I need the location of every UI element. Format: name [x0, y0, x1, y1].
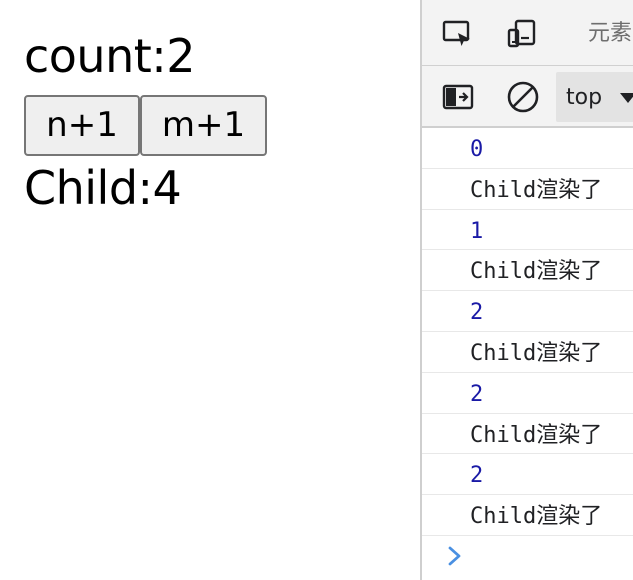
console-message-number: 1	[470, 218, 484, 244]
console-prompt-chevron-icon	[448, 546, 461, 566]
dropdown-triangle-icon	[620, 93, 633, 103]
console-toolbar: top	[422, 66, 633, 128]
increment-n-button[interactable]: n+1	[24, 95, 140, 156]
console-message-row: Child渲染了	[422, 495, 633, 536]
device-toolbar-icon[interactable]	[504, 16, 540, 52]
inspect-element-icon[interactable]	[440, 16, 476, 52]
console-message-row: 2	[422, 291, 633, 332]
increment-m-button[interactable]: m+1	[140, 95, 267, 156]
console-message-text: Child渲染了	[470, 340, 603, 366]
console-message-row: Child渲染了	[422, 414, 633, 455]
devtools-panel: 元素 top	[420, 0, 633, 580]
clear-console-icon[interactable]	[504, 78, 542, 116]
console-message-number: 2	[470, 463, 484, 489]
console-message-text: Child渲染了	[470, 422, 603, 448]
console-message-row: 1	[422, 210, 633, 251]
console-message-row: 2	[422, 454, 633, 496]
javascript-context-select[interactable]: top	[556, 72, 633, 122]
console-message-list: 0 Child渲染了 1 Child渲染了 2 Child渲染了 2 Child…	[422, 128, 633, 580]
count-display: count:2	[24, 29, 196, 83]
child-display: Child:4	[24, 161, 182, 215]
console-message-row: 0	[422, 128, 633, 169]
devtools-tabbar: 元素	[422, 0, 633, 66]
react-app-preview: count:2 n+1 m+1 Child:4	[24, 29, 267, 215]
console-message-number: 2	[470, 300, 484, 326]
console-message-row: Child渲染了	[422, 332, 633, 373]
console-message-text: Child渲染了	[470, 504, 603, 530]
show-console-sidebar-icon[interactable]	[440, 80, 476, 114]
console-message-number: 0	[470, 137, 484, 162]
context-label: top	[566, 85, 603, 110]
console-message-row: Child渲染了	[422, 169, 633, 210]
console-message-text: Child渲染了	[470, 177, 603, 203]
console-message-row: Child渲染了	[422, 250, 633, 292]
console-message-row: 2	[422, 373, 633, 414]
console-message-number: 2	[470, 381, 484, 407]
tab-elements[interactable]: 元素	[588, 21, 633, 46]
console-message-text: Child渲染了	[470, 259, 603, 285]
console-input-row[interactable]	[422, 536, 633, 576]
